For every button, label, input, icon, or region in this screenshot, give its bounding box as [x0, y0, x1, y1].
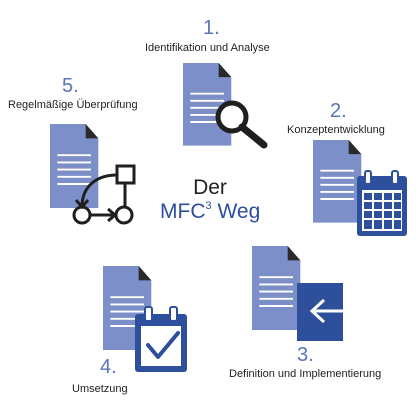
- step-5-label: Regelmäßige Überprüfung: [8, 99, 138, 111]
- arrow-left-box-icon: [297, 283, 349, 341]
- center-title-line2: MFC3 Weg: [160, 200, 260, 224]
- calendar-grid-icon: [357, 170, 407, 236]
- step-1-number: 1.: [203, 17, 220, 39]
- step-4-number: 4.: [100, 356, 117, 378]
- step-3-number: 3.: [297, 344, 314, 366]
- magnifier-icon: [215, 100, 268, 149]
- step-3-label: Definition und Implementierung: [229, 368, 382, 380]
- center-title-superscript: 3: [205, 200, 212, 213]
- step-5-document-icon: [49, 123, 100, 209]
- step-2-label: Konzeptentwicklung: [287, 124, 385, 136]
- center-title-mfc: MFC: [160, 200, 206, 224]
- step-5-number: 5.: [62, 75, 79, 97]
- step-2-number: 2.: [330, 100, 347, 122]
- flow-diagram-icon: [72, 164, 136, 225]
- center-title: Der MFC3 Weg: [160, 176, 260, 224]
- step-4-label: Umsetzung: [72, 383, 128, 395]
- center-title-weg: Weg: [211, 200, 261, 224]
- step-3-document-icon: [251, 245, 302, 331]
- step-2-document-icon: [312, 139, 363, 224]
- calendar-check-icon: [135, 306, 187, 372]
- step-1-label: Identifikation und Analyse: [145, 42, 270, 54]
- center-title-line1: Der: [193, 176, 227, 199]
